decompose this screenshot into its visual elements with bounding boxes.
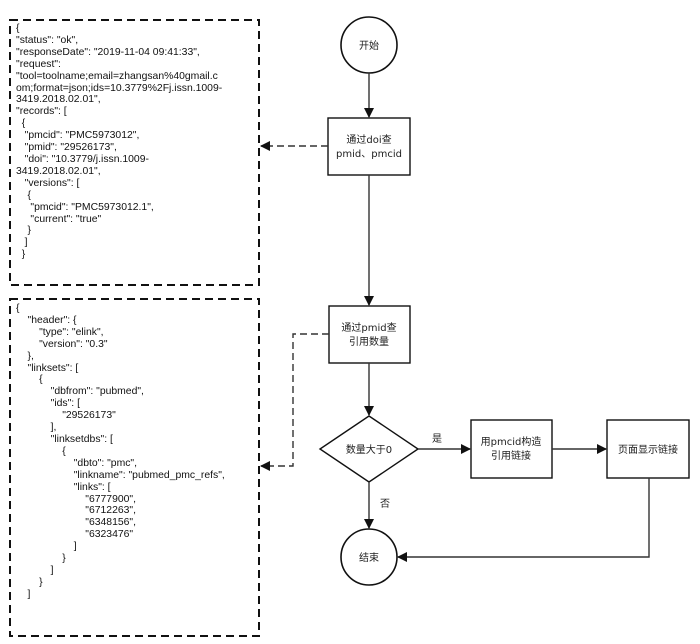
json-line: "6323476" bbox=[16, 529, 134, 541]
json-line: "header": { bbox=[16, 314, 77, 326]
json-line: "status": "ok", bbox=[16, 34, 79, 46]
json-line: { bbox=[16, 303, 20, 314]
json-line: ], bbox=[16, 422, 57, 434]
json-line: "version": "0.3" bbox=[16, 338, 108, 350]
node-decision-label: 数量大于0 bbox=[346, 443, 392, 456]
json-line: { bbox=[16, 445, 66, 457]
node-display-links-label: 页面显示链接 bbox=[618, 443, 678, 456]
json-line: "pmcid": "PMC5973012", bbox=[16, 130, 140, 142]
edge-query-pmid-to-json-2 bbox=[260, 333, 329, 471]
json-line: "links": [ bbox=[16, 481, 111, 493]
json-panel-elink: { "header": { "type": "elink", "version"… bbox=[10, 303, 259, 601]
node-build-links: 用pmcid构造 引用链接 bbox=[470, 419, 553, 479]
json-line: 3419.2018.02.01", bbox=[16, 165, 101, 177]
json-line: 3419.2018.02.01", bbox=[16, 94, 101, 106]
json-line: "records": [ bbox=[16, 106, 67, 118]
node-start: 开始 bbox=[340, 16, 398, 74]
edge-no-label: 否 bbox=[380, 498, 390, 510]
edge-display-to-end bbox=[397, 478, 650, 562]
json-line: { bbox=[16, 189, 32, 201]
node-end: 结束 bbox=[340, 528, 398, 586]
json-line: { bbox=[16, 23, 20, 34]
node-build-links-label-1: 用pmcid构造 bbox=[481, 435, 542, 448]
node-decision: 数量大于0 bbox=[318, 415, 420, 483]
json-line: "request": bbox=[16, 58, 61, 70]
json-line: } bbox=[16, 553, 66, 565]
json-line: } bbox=[16, 249, 26, 261]
node-display-links: 页面显示链接 bbox=[606, 419, 690, 479]
json-line: ] bbox=[16, 564, 54, 576]
node-query-doi: 通过doi查 pmid、pmcid bbox=[327, 117, 411, 176]
json-line: "linksets": [ bbox=[16, 362, 79, 374]
json-line: "doi": "10.3779/j.issn.1009- bbox=[16, 153, 149, 165]
json-panel-1-border bbox=[9, 19, 260, 286]
edge-yes-label: 是 bbox=[432, 433, 442, 445]
json-line: "linkname": "pubmed_pmc_refs", bbox=[16, 469, 225, 481]
json-line: } bbox=[16, 225, 32, 237]
json-line: "responseDate": "2019-11-04 09:41:33", bbox=[16, 46, 200, 58]
json-line: "pmid": "29526173", bbox=[16, 142, 117, 154]
json-line: } bbox=[16, 576, 43, 588]
node-query-pmid: 通过pmid查 引用数量 bbox=[328, 305, 411, 364]
json-line: "current": "true" bbox=[16, 213, 102, 225]
json-line: ] bbox=[16, 237, 28, 249]
json-line: { bbox=[16, 374, 43, 386]
json-line: }, bbox=[16, 350, 34, 362]
node-query-doi-label-1: 通过doi查 bbox=[346, 133, 391, 146]
json-line: "tool=toolname;email=zhangsan%40gmail.c bbox=[16, 70, 218, 82]
json-line: "6348156", bbox=[16, 517, 136, 529]
json-line: ] bbox=[16, 588, 31, 600]
json-panel-2-border bbox=[9, 298, 260, 637]
node-query-doi-label-2: pmid、pmcid bbox=[336, 149, 402, 160]
json-line: ] bbox=[16, 541, 77, 553]
json-line: "6712263", bbox=[16, 505, 136, 517]
node-build-links-label-2: 引用链接 bbox=[491, 449, 531, 462]
node-query-pmid-label-2: 引用数量 bbox=[349, 335, 389, 348]
json-line: "versions": [ bbox=[16, 177, 80, 189]
json-line: "dbfrom": "pubmed", bbox=[16, 386, 144, 398]
json-line: "linksetdbs": [ bbox=[16, 433, 113, 445]
node-query-pmid-label-1: 通过pmid查 bbox=[341, 321, 396, 334]
json-line: "ids": [ bbox=[16, 398, 80, 410]
json-line: om;format=json;ids=10.3779%2Fj.issn.1009… bbox=[16, 82, 223, 94]
json-line: "dbto": "pmc", bbox=[16, 457, 138, 469]
node-start-label: 开始 bbox=[359, 39, 379, 52]
json-line: { bbox=[16, 118, 26, 130]
json-line: "6777900", bbox=[16, 493, 136, 505]
json-line: "29526173" bbox=[16, 410, 116, 422]
json-panel-idconv: {"status": "ok","responseDate": "2019-11… bbox=[10, 23, 259, 261]
json-line: "pmcid": "PMC5973012.1", bbox=[16, 201, 154, 213]
json-line: "type": "elink", bbox=[16, 326, 104, 338]
node-end-label: 结束 bbox=[359, 551, 379, 564]
